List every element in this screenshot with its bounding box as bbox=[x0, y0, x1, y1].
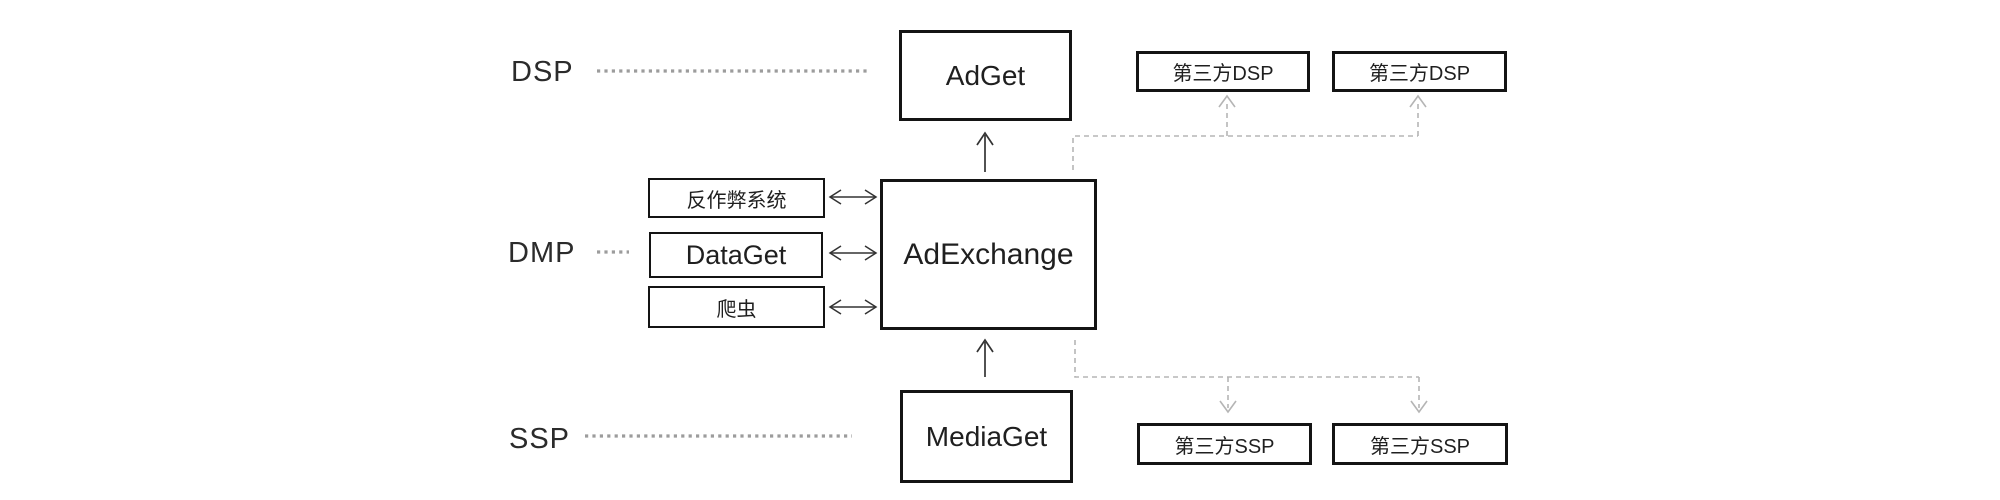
node-dataget: DataGet bbox=[649, 232, 823, 278]
connector-adexchange-to-third-party-ssp bbox=[1074, 340, 1428, 414]
node-mediaget: MediaGet bbox=[900, 390, 1073, 483]
arrow-mediaget-to-adexchange bbox=[976, 338, 994, 377]
node-third-party-ssp-1: 第三方SSP bbox=[1137, 423, 1312, 465]
node-third-party-dsp-2: 第三方DSP bbox=[1332, 51, 1507, 92]
arrow-antifraud-adexchange bbox=[828, 189, 878, 205]
row-label-dsp: DSP bbox=[511, 56, 574, 88]
connector-adexchange-to-third-party-dsp bbox=[1072, 94, 1427, 170]
node-anti-fraud-system: 反作弊系统 bbox=[648, 178, 825, 218]
arrow-dataget-adexchange bbox=[828, 245, 878, 261]
row-label-ssp: SSP bbox=[509, 423, 571, 455]
node-third-party-dsp-1: 第三方DSP bbox=[1136, 51, 1310, 92]
arrow-adexchange-to-adget bbox=[976, 131, 994, 172]
node-adget: AdGet bbox=[899, 30, 1072, 121]
node-adexchange: AdExchange bbox=[880, 179, 1097, 330]
node-crawler: 爬虫 bbox=[648, 286, 825, 328]
node-third-party-ssp-2: 第三方SSP bbox=[1332, 423, 1508, 465]
arrow-crawler-adexchange bbox=[828, 299, 878, 315]
row-label-dmp: DMP bbox=[508, 237, 576, 269]
